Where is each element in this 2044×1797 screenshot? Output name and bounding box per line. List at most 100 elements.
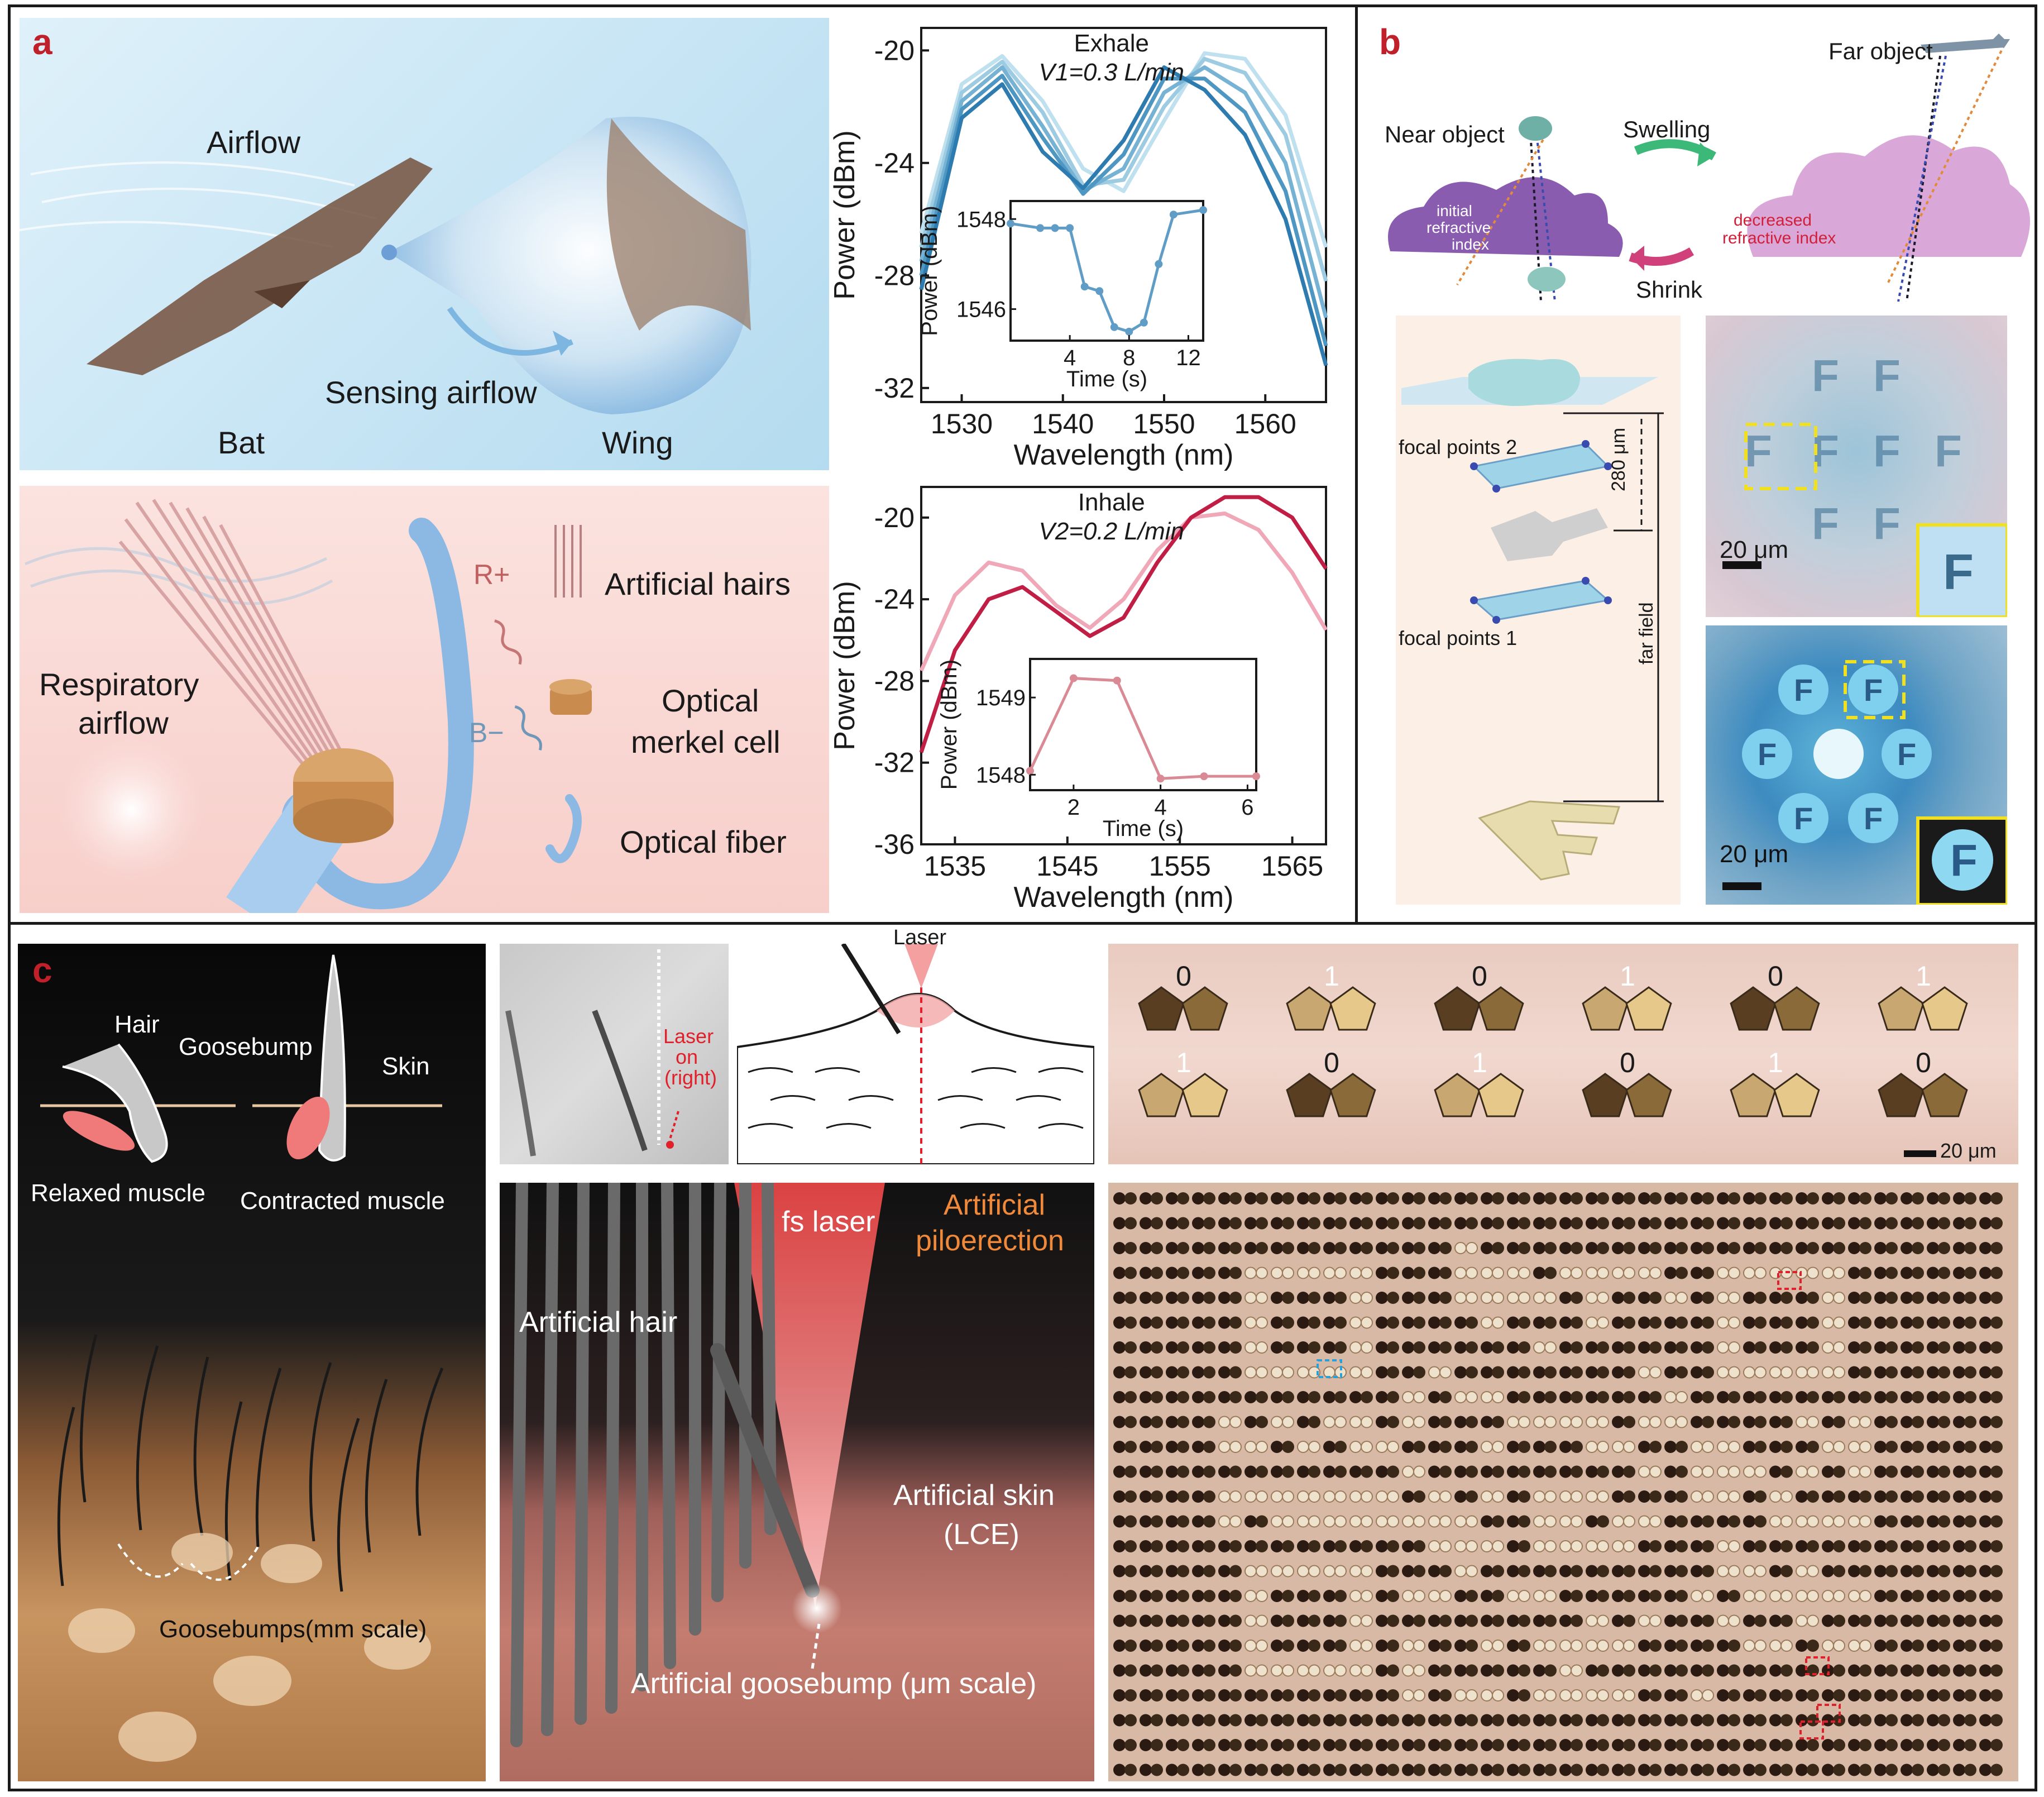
- qr-dot-dark: [1559, 1316, 1572, 1329]
- qr-dot-dark: [1938, 1664, 1950, 1677]
- qr-dot-light: [1492, 1292, 1504, 1304]
- qr-dot-dark: [1979, 1714, 1992, 1727]
- qr-dot-dark: [1754, 1292, 1767, 1304]
- qr-dot-dark: [1518, 1664, 1530, 1677]
- qr-dot-dark: [1203, 1341, 1215, 1354]
- qr-dot-dark: [1297, 1341, 1309, 1354]
- qr-dot-dark: [1297, 1242, 1309, 1254]
- qr-dot-dark: [1192, 1664, 1204, 1677]
- inset-frame: [1009, 200, 1204, 342]
- x-axis-label: Wavelength (nm): [1014, 439, 1234, 471]
- qr-dot-dark: [1664, 1441, 1677, 1453]
- qr-dot-dark: [1901, 1391, 1913, 1403]
- qr-dot-dark: [1859, 1192, 1871, 1205]
- qr-dot-dark: [1638, 1441, 1650, 1453]
- qr-dot-dark: [1203, 1739, 1215, 1751]
- inset-x-tick-label: 2: [1068, 795, 1080, 820]
- qr-dot-dark: [1664, 1316, 1677, 1329]
- airplane-icon: [1921, 34, 2010, 53]
- qr-dot-dark: [1402, 1217, 1414, 1230]
- qr-dot-dark: [1833, 1242, 1845, 1254]
- qr-dot-dark: [1848, 1614, 1860, 1627]
- qr-dot-dark: [1203, 1266, 1215, 1279]
- pentagon-right: [1181, 986, 1228, 1031]
- qr-dot-dark: [1387, 1739, 1399, 1751]
- pentagon-right: [1329, 1073, 1376, 1117]
- qr-dot-dark: [1874, 1391, 1887, 1403]
- qr-dot-dark: [1743, 1515, 1755, 1528]
- qr-dot-light: [1728, 1316, 1740, 1329]
- shrink-label: Shrink: [1636, 276, 1703, 303]
- qr-dot-dark: [1953, 1664, 1965, 1677]
- qr-dot-light: [1387, 1515, 1399, 1528]
- qr-dot-dark: [1859, 1540, 1871, 1552]
- qr-dot-light: [1349, 1266, 1362, 1279]
- artificial-goosebump-label: Artificial goosebump (μm scale): [631, 1667, 1037, 1700]
- qr-dot-dark: [1717, 1515, 1729, 1528]
- qr-dot-dark: [1203, 1316, 1215, 1329]
- qr-dot-dark: [1717, 1640, 1729, 1652]
- qr-dot-dark: [1796, 1316, 1808, 1329]
- qr-dot-light: [1796, 1590, 1808, 1602]
- qr-dot-dark: [1361, 1714, 1373, 1727]
- qr-dot-dark: [1807, 1714, 1819, 1727]
- qr-dot-dark: [1691, 1714, 1703, 1727]
- qr-dot-dark: [1743, 1217, 1755, 1230]
- qr-dot-dark: [1912, 1217, 1924, 1230]
- qr-dot-dark: [1664, 1366, 1677, 1379]
- qr-dot-dark: [1702, 1565, 1714, 1578]
- qr-dot-dark: [1256, 1515, 1268, 1528]
- qr-dot-dark: [1492, 1217, 1504, 1230]
- qr-dot-dark: [1691, 1540, 1703, 1552]
- inset-point: [1156, 775, 1165, 783]
- qr-dot-dark: [1754, 1689, 1767, 1702]
- qr-dot-dark: [1481, 1465, 1493, 1478]
- qr-dot-dark: [1927, 1341, 1939, 1354]
- qr-dot-light: [1244, 1266, 1257, 1279]
- qr-dot-dark: [1885, 1292, 1898, 1304]
- qr-dot-dark: [1151, 1416, 1163, 1428]
- qr-dot-dark: [1586, 1217, 1598, 1230]
- qr-dot-dark: [1833, 1490, 1845, 1503]
- qr-dot-dark: [1166, 1266, 1178, 1279]
- qr-dot-dark: [1649, 1242, 1662, 1254]
- x-axis-label: Wavelength (nm): [1014, 881, 1234, 914]
- qr-dot-dark: [1113, 1515, 1126, 1528]
- qr-dot-dark: [1140, 1515, 1152, 1528]
- qr-dot-light: [1271, 1416, 1283, 1428]
- qr-dot-dark: [1927, 1763, 1939, 1776]
- merkel-label-1: Optical: [662, 683, 759, 718]
- qr-dot-dark: [1728, 1664, 1740, 1677]
- qr-dot-dark: [1833, 1192, 1845, 1205]
- qr-dot-dark: [1428, 1565, 1440, 1578]
- qr-dot-light: [1256, 1640, 1268, 1652]
- qr-dot-dark: [1586, 1565, 1598, 1578]
- qr-dot-dark: [1297, 1292, 1309, 1304]
- qr-dot-dark: [1177, 1565, 1189, 1578]
- inset-x-tick-label: 8: [1123, 346, 1135, 370]
- qr-dot-dark: [1203, 1714, 1215, 1727]
- qr-dot-dark: [1297, 1391, 1309, 1403]
- frog-icon: [1519, 116, 1552, 141]
- r-plus-label: R+: [473, 559, 510, 590]
- qr-dot-dark: [1938, 1739, 1950, 1751]
- qr-dot-light: [1559, 1540, 1572, 1552]
- qr-dot-dark: [1151, 1689, 1163, 1702]
- qr-dot-dark: [1953, 1540, 1965, 1552]
- qr-dot-dark: [1807, 1540, 1819, 1552]
- qr-dot-dark: [1769, 1341, 1782, 1354]
- qr-dot-dark: [1151, 1763, 1163, 1776]
- qr-dot-dark: [1297, 1739, 1309, 1751]
- qr-dot-dark: [1796, 1739, 1808, 1751]
- qr-dot-light: [1439, 1490, 1452, 1503]
- qr-dot-light: [1702, 1465, 1714, 1478]
- qr-dot-dark: [1297, 1540, 1309, 1552]
- qr-dot-dark: [1901, 1416, 1913, 1428]
- qr-dot-dark: [1885, 1441, 1898, 1453]
- qr-dot-dark: [1754, 1192, 1767, 1205]
- qr-dot-light: [1859, 1515, 1871, 1528]
- qr-dot-dark: [1964, 1590, 1976, 1602]
- qr-dot-dark: [1938, 1590, 1950, 1602]
- qr-dot-dark: [1177, 1465, 1189, 1478]
- pentagon-left: [1730, 986, 1777, 1031]
